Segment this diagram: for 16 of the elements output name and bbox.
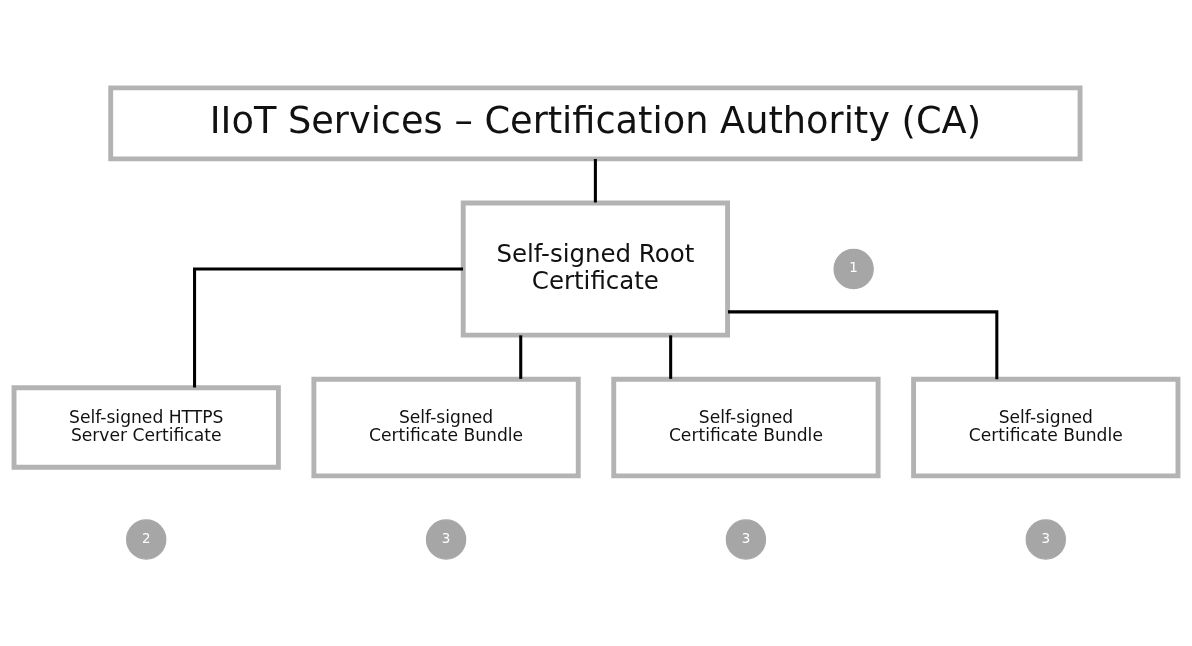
connector <box>669 334 673 379</box>
connector <box>193 267 464 388</box>
connector <box>593 158 597 202</box>
connector <box>727 309 999 379</box>
node-box: IIoT Services – Certification Authority (CA) <box>108 84 1083 161</box>
node-circle: 3 <box>1025 518 1066 560</box>
node-box: Self-signed Certificate Bundle <box>311 376 581 478</box>
connector <box>519 334 523 379</box>
node-circle: 3 <box>725 518 767 560</box>
node-box: Self-signed Certificate Bundle <box>611 376 881 478</box>
node-circle: 1 <box>833 248 874 289</box>
node-circle: 2 <box>126 518 167 560</box>
node-box: Self-signed Certificate Bundle <box>911 376 1181 478</box>
node-box: Self-signed Root Certificate <box>460 200 731 338</box>
node-circle: 3 <box>425 518 467 560</box>
node-box: Self-signed HTTPS Server Certificate <box>11 384 281 470</box>
